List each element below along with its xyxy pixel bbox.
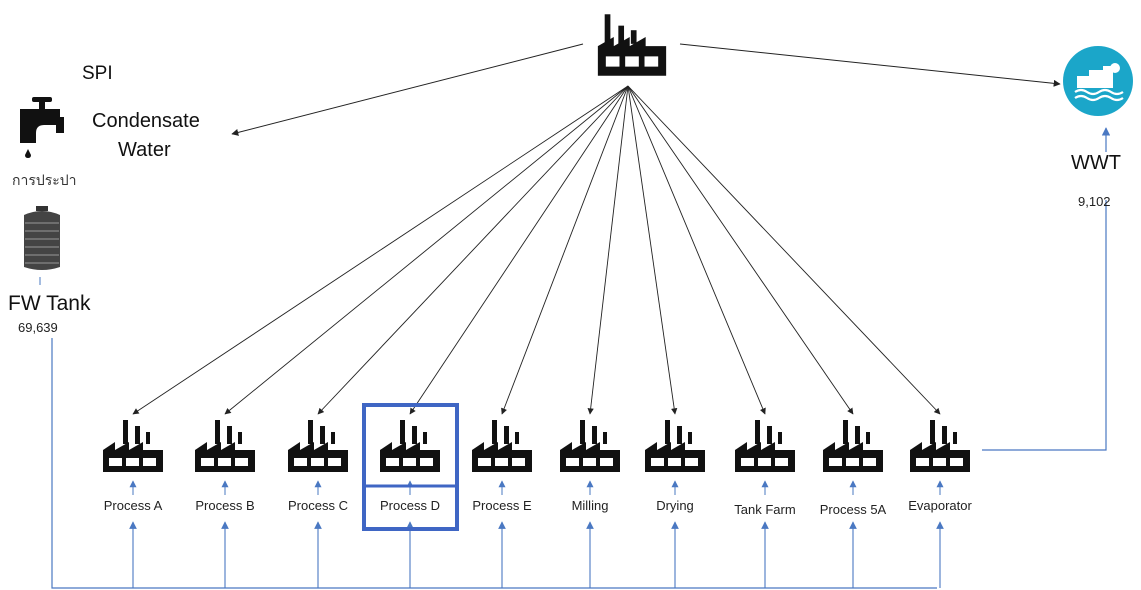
process-factory-icon	[643, 416, 707, 474]
wastewater-treatment-icon	[1063, 46, 1133, 116]
process-label-evaporator: Evaporator	[908, 498, 972, 513]
condensate-label-line1: Condensate	[92, 110, 200, 132]
arrow-plant-to-evaporator	[627, 85, 941, 415]
process-factory-icon	[733, 416, 797, 474]
arrow-plant-to-milling	[587, 85, 629, 415]
arrow-plant-to-process-5a	[627, 85, 854, 415]
process-factory-icon	[101, 416, 165, 474]
condensate-label-line2: Water	[118, 139, 171, 161]
process-label-tank-farm: Tank Farm	[734, 502, 796, 517]
evaporator-to-wwt-line	[982, 200, 1107, 451]
water-tap-icon	[14, 95, 68, 161]
fw-tank-label: FW Tank	[8, 292, 91, 315]
fw-tank-value: 69,639	[18, 320, 58, 335]
wwt-value: 9,102	[1078, 194, 1111, 209]
spi-label: SPI	[82, 63, 113, 84]
process-label-drying: Drying	[656, 498, 694, 513]
tap-label: การประปา	[12, 172, 77, 188]
arrow-plant-to-process-d	[409, 85, 629, 415]
arrow-plant-to-process-c	[317, 85, 629, 415]
process-label-process-5a: Process 5A	[819, 502, 887, 517]
arrow-plant-to-process-a	[132, 85, 629, 415]
arrow-plant-to-tank-farm	[627, 85, 766, 415]
process-factory-icon	[286, 416, 350, 474]
process-factory-icon	[193, 416, 257, 474]
process-factory-icon	[470, 416, 534, 474]
process-label-process-b: Process B	[195, 498, 255, 513]
process-label-process-c: Process C	[288, 498, 348, 513]
process-factory-icon	[558, 416, 622, 474]
process-label-process-a: Process A	[103, 498, 163, 513]
water-tank-icon	[20, 205, 64, 273]
process-label-milling: Milling	[571, 498, 609, 513]
process-factory-icon	[908, 416, 972, 474]
arrow-plant-to-process-b	[224, 85, 629, 415]
process-label-process-e: Process E	[472, 498, 532, 513]
arrow-plant-to-process-e	[501, 85, 629, 415]
process-d-highlight	[362, 403, 459, 531]
fw-supply-line	[51, 338, 937, 589]
arrow-plant-to-drying	[627, 85, 678, 415]
process-factory-icon	[378, 416, 442, 474]
process-factory-icon	[821, 416, 885, 474]
arrow-plant-to-wwt	[679, 43, 1061, 87]
main-plant-factory-icon	[594, 12, 670, 78]
process-label-process-d: Process D	[380, 498, 440, 513]
arrow-plant-to-condensate	[231, 43, 584, 136]
wwt-label: WWT	[1071, 152, 1121, 174]
